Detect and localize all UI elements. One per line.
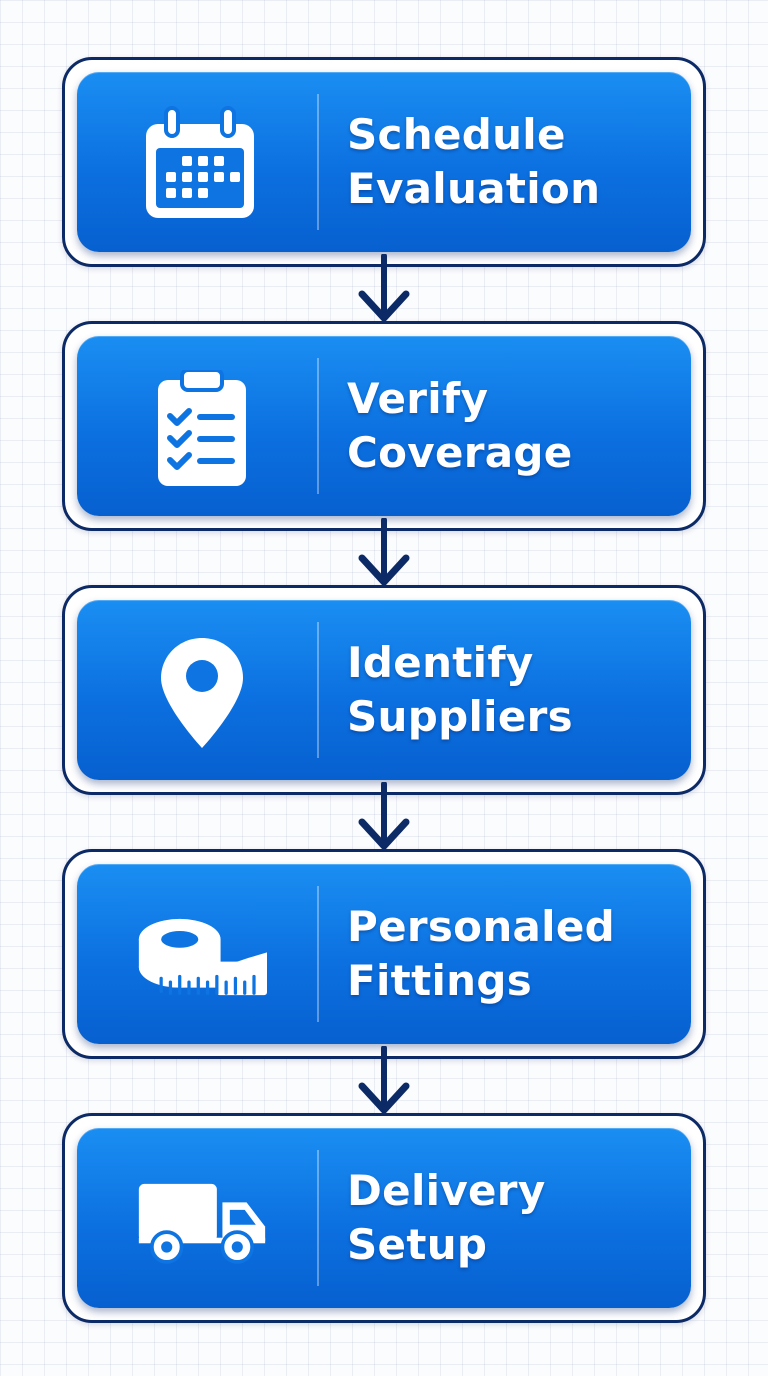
step-label: Verify Coverage [347,374,573,477]
clipboard-checklist-icon [137,370,267,488]
step-identify-suppliers: Identify Suppliers [62,585,706,795]
step-verify-coverage: Verify Coverage [62,321,706,531]
step-divider [317,358,319,494]
arrow-down-icon [358,254,410,322]
step-label: Identify Suppliers [347,638,573,741]
step-box: Schedule Evaluation [77,72,691,252]
step-divider [317,1150,319,1286]
arrow-down-icon [358,782,410,850]
step-box: Personaled Fittings [77,864,691,1044]
measuring-tape-icon [137,898,267,1016]
step-personaled-fittings: Personaled Fittings [62,849,706,1059]
step-delivery-setup: Delivery Setup [62,1113,706,1323]
step-label: Personaled Fittings [347,902,616,1005]
delivery-truck-icon [137,1162,267,1280]
step-schedule-evaluation: Schedule Evaluation [62,57,706,267]
step-box: Verify Coverage [77,336,691,516]
step-box: Delivery Setup [77,1128,691,1308]
step-label: Schedule Evaluation [347,110,601,213]
step-label: Delivery Setup [347,1166,546,1269]
step-divider [317,622,319,758]
step-box: Identify Suppliers [77,600,691,780]
map-pin-icon [137,634,267,752]
calendar-icon [137,106,267,224]
arrow-down-icon [358,1046,410,1114]
step-divider [317,886,319,1022]
arrow-down-icon [358,518,410,586]
step-divider [317,94,319,230]
